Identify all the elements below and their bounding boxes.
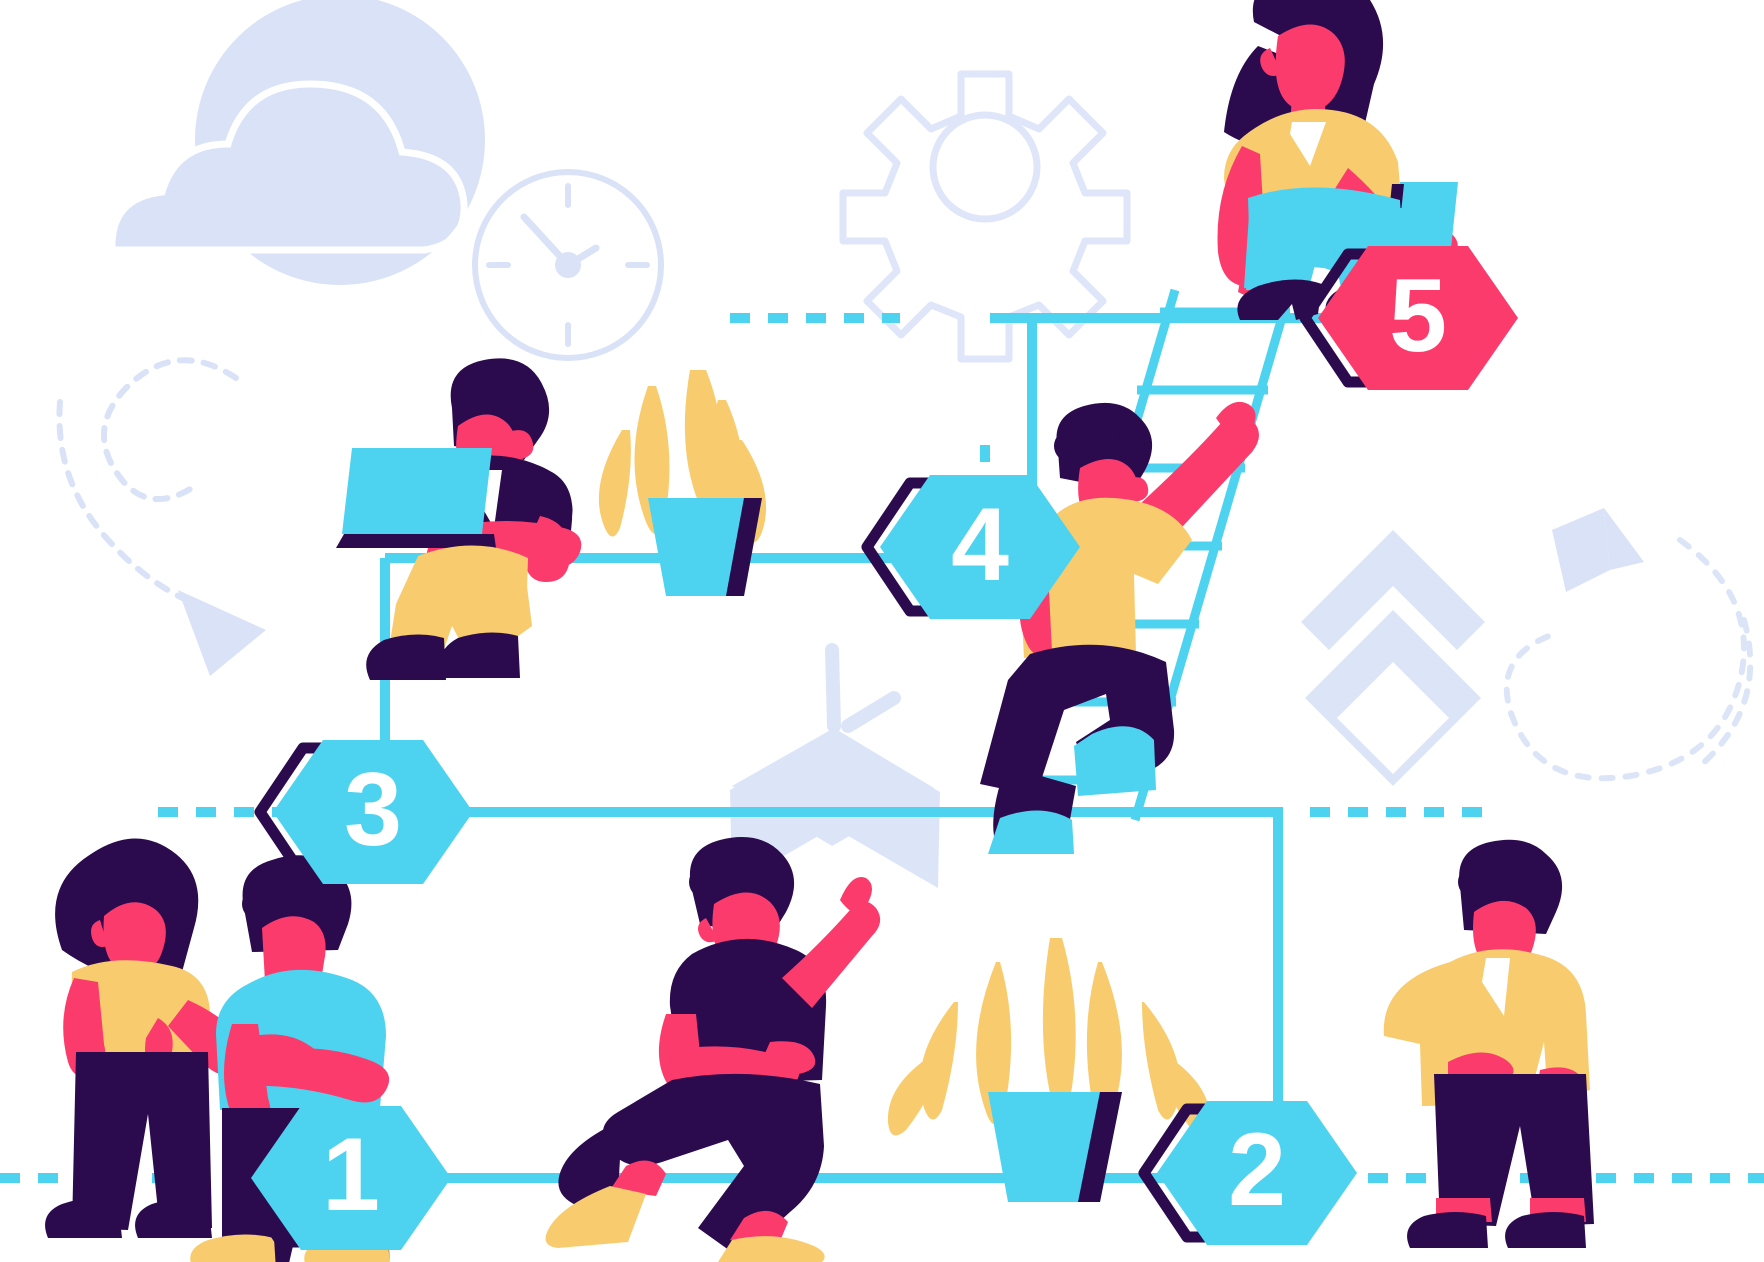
paper-plane-arrow-right-icon: [1552, 508, 1644, 592]
step-badge-3-shape: [273, 740, 473, 884]
step-badge-2[interactable]: 2: [1138, 1101, 1357, 1245]
clock-icon: [472, 169, 664, 361]
step-badge-5-shape: [1318, 246, 1518, 390]
step-badge-5[interactable]: 5: [1299, 246, 1518, 390]
step-badge-3-label: 3: [344, 752, 402, 868]
step-badge-1-label: 1: [322, 1117, 380, 1233]
step-badge-4-label: 4: [951, 487, 1009, 603]
step-badge-1[interactable]: 1: [232, 1106, 451, 1250]
step-badge-4[interactable]: 4: [861, 475, 1080, 619]
man-climbing-ladder: [980, 401, 1259, 854]
step-badge-3[interactable]: 3: [254, 740, 473, 884]
step-badge-1-shape: [251, 1106, 451, 1250]
potted-plant-lower: [887, 938, 1211, 1202]
step-badge-2-label: 2: [1228, 1112, 1286, 1228]
person-with-laptop: [336, 358, 582, 680]
step-badge-2-shape: [1157, 1101, 1357, 1245]
background-decorations: [56, 0, 1754, 888]
potted-plant-upper: [598, 370, 767, 596]
dotted-swirl-right-icon: [1503, 537, 1754, 782]
step-badge-5-label: 5: [1389, 258, 1447, 374]
man-standing-right: [1383, 839, 1594, 1248]
gear-icon: [839, 70, 1131, 363]
man-running: [545, 837, 881, 1262]
nested-diamond-icon: [1301, 530, 1485, 786]
step-badge-4-shape: [880, 475, 1080, 619]
curved-arrow-left-icon: [56, 357, 266, 676]
cloud-icon: [108, 80, 468, 254]
